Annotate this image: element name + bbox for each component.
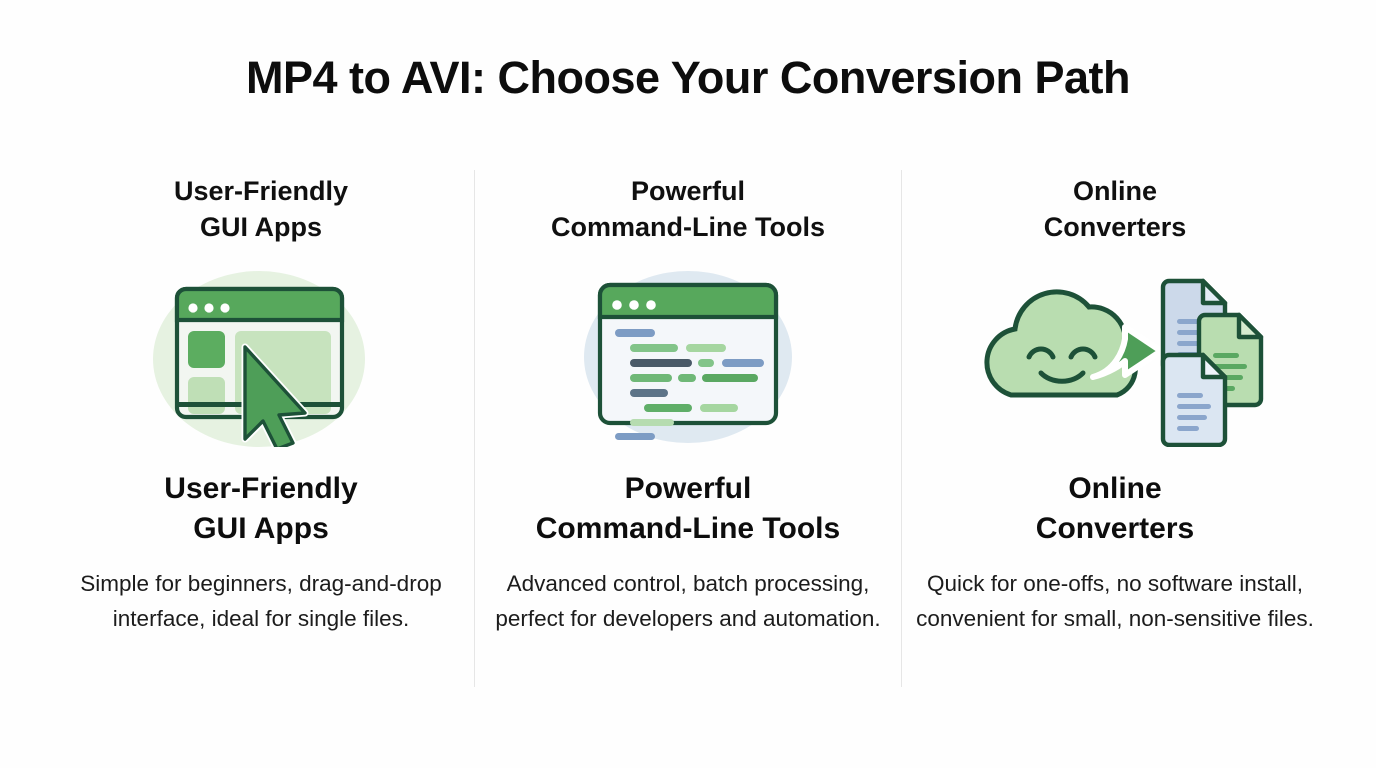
column-title-line-2: Converters	[1035, 512, 1195, 546]
column-title-command-line: Powerful Command-Line Tools	[536, 469, 840, 549]
column-divider-1	[474, 170, 475, 687]
column-heading-gui-apps: User-Friendly GUI Apps	[174, 174, 348, 245]
column-title-line-1: Online	[1068, 472, 1162, 506]
page-title: MP4 to AVI: Choose Your Conversion Path	[246, 52, 1130, 103]
column-heading-online-converters: Online Converters	[1044, 174, 1187, 245]
column-title-line-1: User-Friendly	[164, 472, 358, 506]
column-title-line-2: Command-Line Tools	[535, 512, 841, 546]
cloud-to-files-icon	[984, 279, 1264, 448]
column-title-line-2: GUI Apps	[193, 512, 329, 546]
column-title-gui-apps: User-Friendly GUI Apps	[164, 469, 357, 549]
column-heading-line-2: Command-Line Tools	[551, 211, 825, 242]
column-description-online-converters: Quick for one-offs, no software install,…	[916, 571, 1314, 631]
column-online-converters: Online Converters	[902, 160, 1328, 705]
cloud-shape	[984, 289, 1138, 398]
column-title-line-1: Powerful	[624, 472, 752, 506]
column-heading-line-1: User-Friendly	[173, 176, 349, 206]
file-documents	[1160, 279, 1264, 448]
column-heading-line-1: Online	[1072, 176, 1157, 206]
column-heading-line-2: GUI Apps	[199, 211, 322, 242]
icon-gui-window-cursor-wrap	[141, 267, 381, 448]
column-gui-apps: User-Friendly GUI Apps	[48, 160, 474, 705]
icon-code-terminal-wrap	[568, 267, 808, 447]
column-heading-line-2: Converters	[1043, 211, 1187, 242]
column-description-gui-apps: Simple for beginners, drag-and-drop inte…	[80, 571, 442, 631]
code-terminal-window-icon	[584, 271, 792, 444]
column-heading-line-1: Powerful	[630, 176, 745, 206]
columns-container: User-Friendly GUI Apps	[48, 160, 1328, 705]
column-command-line: Powerful Command-Line Tools	[475, 160, 901, 705]
column-description-command-line: Advanced control, batch processing, perf…	[495, 571, 881, 631]
column-title-online-converters: Online Converters	[1036, 469, 1194, 549]
gui-window-cursor-icon	[153, 271, 365, 448]
column-divider-2	[901, 170, 902, 687]
column-heading-command-line: Powerful Command-Line Tools	[551, 174, 825, 245]
file-blue-bottom	[1160, 353, 1228, 448]
icon-cloud-to-files-wrap	[965, 267, 1265, 448]
